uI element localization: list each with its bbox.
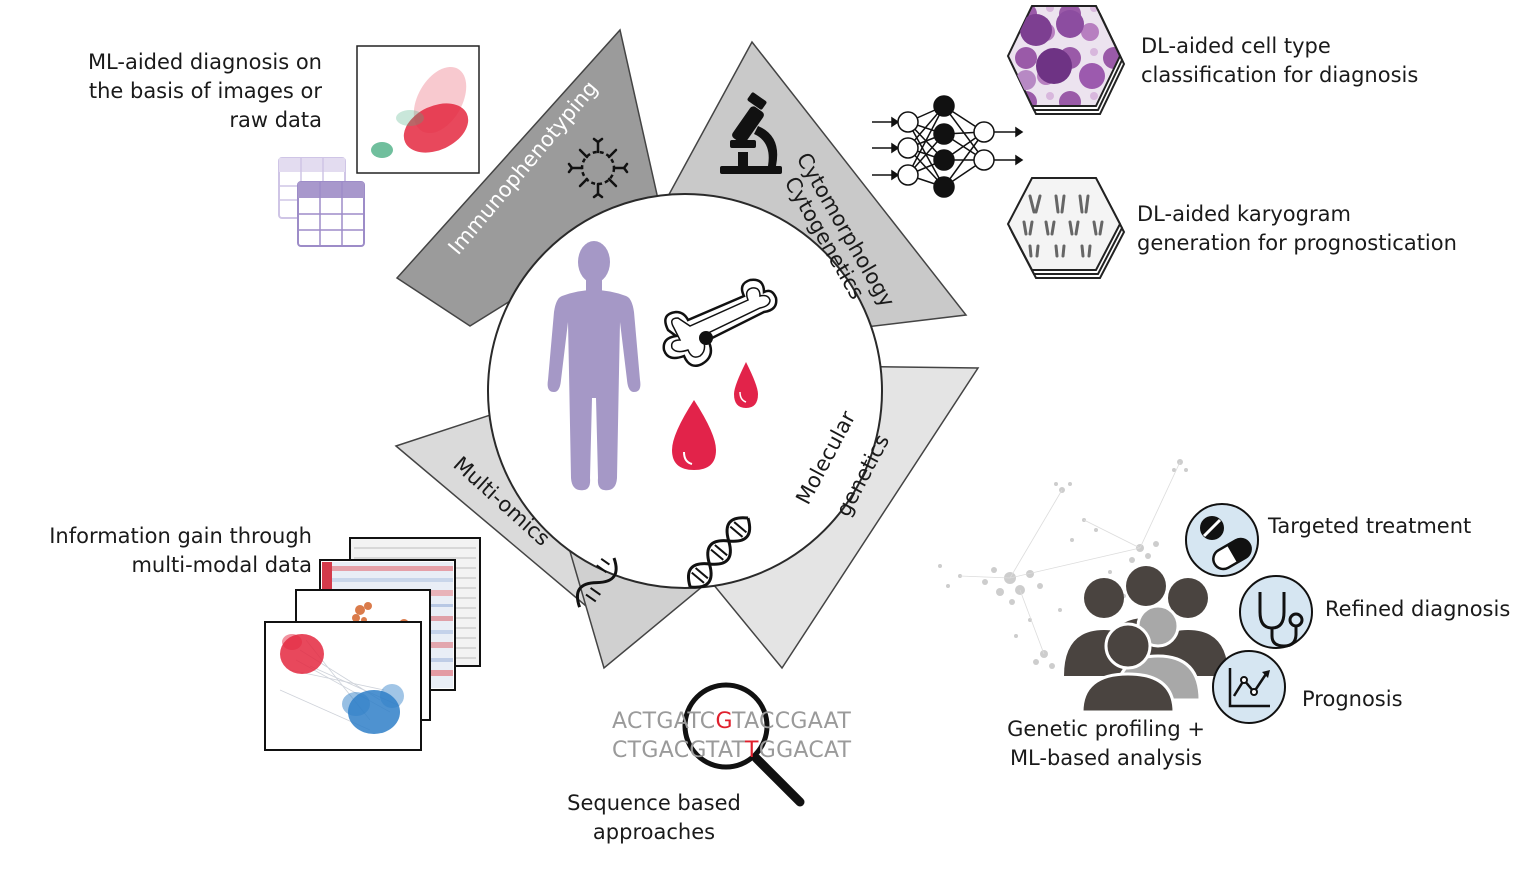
cell-image-hexagon <box>1006 5 1126 115</box>
stethoscope-icon <box>1239 575 1313 649</box>
sequence-line-1: ACTGATCGTACCGAAT <box>612 709 852 734</box>
neural-network-icon <box>872 95 1024 198</box>
human-body-icon <box>547 241 641 491</box>
sequence-line-2: CTGACGTATTGGACAT <box>612 738 852 763</box>
label-prognosis: Prognosis <box>1302 687 1403 711</box>
blood-drop-icon <box>672 362 758 470</box>
label-genetic-profiling: Genetic profiling + ML-based analysis <box>1007 717 1205 770</box>
label-ml-diagnosis: ML-aided diagnosis on the basis of image… <box>87 50 322 132</box>
table-icon <box>278 157 365 247</box>
trend-chart-icon <box>1212 650 1286 724</box>
pill-icon <box>1185 503 1259 577</box>
cell-surface-marker-icon <box>567 137 629 199</box>
microscope-icon <box>720 92 782 174</box>
people-group-icon <box>1064 566 1228 714</box>
label-multimodal: Information gain through multi-modal dat… <box>49 524 312 577</box>
network-edges <box>959 461 1181 655</box>
bone-icon <box>662 278 778 367</box>
label-dl-karyogram: DL-aided karyogram generation for progno… <box>1137 202 1457 255</box>
rna-strand-icon <box>575 557 618 608</box>
dna-helix-icon <box>687 516 752 589</box>
scatter-plot-icon <box>356 45 480 174</box>
label-dl-cell-type: DL-aided cell type classification for di… <box>1141 34 1419 87</box>
multiomics-panels <box>264 537 481 751</box>
label-refined-diagnosis: Refined diagnosis <box>1325 597 1511 621</box>
label-sequence: Sequence based approaches <box>567 791 741 844</box>
magnifier-icon <box>682 682 805 807</box>
label-targeted-treatment: Targeted treatment <box>1268 514 1472 538</box>
karyogram-hexagon <box>1006 177 1126 279</box>
